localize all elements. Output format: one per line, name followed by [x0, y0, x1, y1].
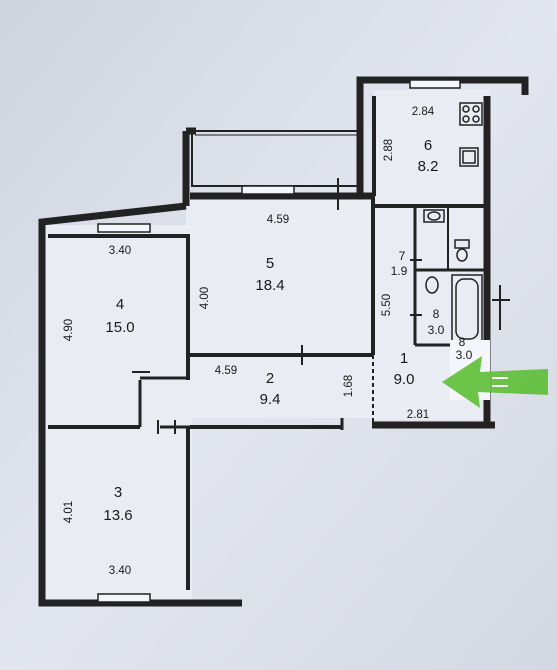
window-kitchen — [409, 79, 461, 89]
room-4-area: 15.0 — [105, 319, 134, 336]
dim-room3-width: 3.40 — [109, 565, 131, 577]
room-5-area: 18.4 — [255, 277, 284, 294]
window-room3 — [97, 593, 151, 603]
windows — [97, 79, 461, 603]
window-living — [241, 185, 295, 195]
stove-icon — [459, 102, 483, 126]
dim-corridor-width: 4.59 — [215, 365, 237, 377]
room-1-area: 9.0 — [394, 371, 415, 388]
dim-hall-height: 5.50 — [381, 294, 393, 316]
room-7-number: 7 — [399, 249, 406, 263]
room-2-area: 9.4 — [260, 391, 281, 408]
dimension-labels: 2.84 2.88 4.59 4.00 3.40 4.90 4.59 1.68 … — [63, 106, 435, 577]
room-5-number: 5 — [266, 255, 274, 272]
dim-living-width: 4.59 — [267, 214, 289, 226]
dim-corridor-height: 1.68 — [343, 375, 355, 397]
dim-kitchen-height: 2.88 — [383, 139, 395, 161]
room-8b-number: 8 — [459, 335, 466, 349]
dim-room4-height: 4.90 — [63, 319, 75, 341]
washbasin-icon-2 — [425, 276, 439, 294]
room-6-number: 6 — [424, 137, 432, 154]
room-4-number: 4 — [116, 296, 124, 313]
room-1-number: 1 — [400, 350, 408, 367]
dim-kitchen-width: 2.84 — [412, 106, 435, 118]
dim-room3-height: 4.01 — [63, 501, 75, 523]
window-room4 — [97, 223, 151, 233]
room-8b-area: 3.0 — [456, 348, 473, 362]
pipe-marker — [492, 285, 510, 330]
room-3-area: 13.6 — [103, 507, 132, 524]
door-marks — [132, 178, 422, 434]
washbasin-icon — [423, 209, 445, 223]
toilet-icon — [454, 239, 470, 262]
dim-room4-width: 3.40 — [109, 245, 131, 257]
room-2-number: 2 — [266, 370, 274, 387]
dim-living-height: 4.00 — [199, 287, 211, 309]
dim-hall-width: 2.81 — [407, 409, 429, 421]
apartment-fill — [42, 90, 490, 600]
arrow-icon — [442, 356, 548, 408]
room-8a-number: 8 — [433, 307, 440, 321]
sink-icon — [459, 147, 479, 167]
room-3-number: 3 — [114, 484, 122, 501]
room-8a-area: 3.0 — [428, 323, 445, 337]
room-7-area: 1.9 — [391, 264, 408, 278]
room-labels: 1 9.0 2 9.4 3 13.6 4 15.0 5 18.4 6 8.2 7… — [103, 137, 472, 524]
room-6-area: 8.2 — [418, 158, 439, 175]
